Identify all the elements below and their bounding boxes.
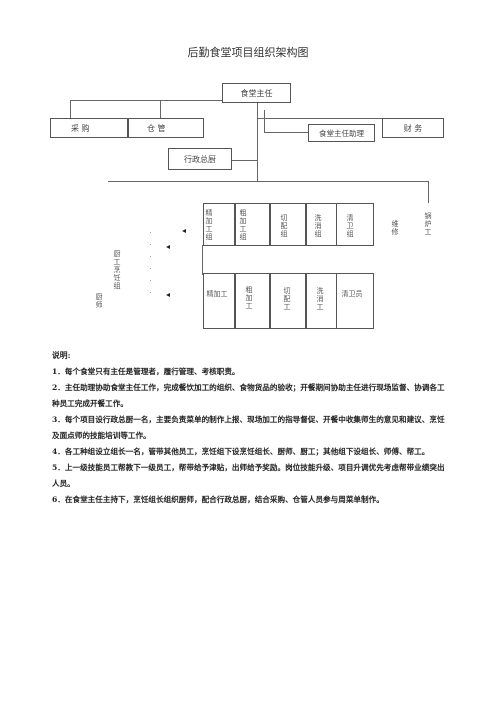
group-head-label: 清卫组 xyxy=(346,214,354,238)
group-head-card xyxy=(270,203,306,246)
connector xyxy=(70,100,257,101)
connector xyxy=(264,110,265,132)
note-item: 2．主任助理协助食堂主任工作，完成餐饮加工的组织、食物货品的验收；开餐期间协助主… xyxy=(52,383,445,408)
cooking-group-label: 厨工烹饪组 xyxy=(113,250,121,290)
worker-card xyxy=(270,273,306,329)
group-head-label: 精加工组 xyxy=(205,209,213,241)
finance-label: 财 务 xyxy=(403,123,423,133)
admin-chef-label: 行政总厨 xyxy=(184,154,216,164)
connector xyxy=(160,100,161,118)
director-label: 食堂主任 xyxy=(240,88,273,98)
worker-card xyxy=(235,273,270,329)
group-head-card xyxy=(203,203,235,246)
notes-section: 说明: 1．每个食堂只有主任是管理者，履行管理、考核职责。 2．主任助理协助食堂… xyxy=(52,348,452,508)
note-item: 6．在食堂主任主持下，烹饪组长组织厨师，配合行政总厨，结合采购、仓管人员参与周菜… xyxy=(52,495,384,504)
note-item: 3．每个项目设行政总厨一名，主要负责菜单的制作上报、现场加工的指导督促、开餐中收… xyxy=(52,415,445,440)
group-head-label: 粗加工组 xyxy=(239,209,247,241)
group-head-label: 维修 xyxy=(391,220,399,236)
director-box: 食堂主任 xyxy=(222,83,291,103)
assistant-label: 食堂主任助理 xyxy=(319,128,364,138)
connector xyxy=(70,100,71,118)
arrow-left-icon xyxy=(166,245,170,249)
purchasing-box: 采 购 xyxy=(50,118,128,138)
worker-label: 切配工 xyxy=(283,287,291,311)
group-head-label: 切配组 xyxy=(280,214,288,238)
connector xyxy=(257,118,410,119)
worker-label: 洗消工 xyxy=(316,287,324,311)
worker-label: 粗加工 xyxy=(245,286,253,310)
group-head-card xyxy=(235,203,270,246)
connector xyxy=(428,181,429,203)
connector xyxy=(202,245,203,275)
note-item: 1．每个食堂只有主任是管理者，履行管理、考核职责。 xyxy=(52,367,240,376)
connector xyxy=(257,100,258,182)
note-item: 4．各工种组设立组长一名，管带其他员工，烹饪组下设烹饪组长、厨师、厨工；其他组下… xyxy=(52,447,430,456)
dotted-connector xyxy=(150,232,151,294)
group-head-card xyxy=(336,203,374,246)
connector xyxy=(264,132,308,133)
arrow-left-icon xyxy=(166,293,170,297)
connector xyxy=(108,181,428,182)
worker-label: 清卫员 xyxy=(341,290,363,298)
finance-box: 财 务 xyxy=(382,118,444,138)
note-item: 5．上一级技能员工帮教下一级员工，帮带给予津贴，出师给予奖励。岗位技能升级、项目… xyxy=(52,463,445,488)
warehouse-box: 仓 管 xyxy=(128,118,204,138)
purchasing-label: 采 购 xyxy=(71,123,90,133)
page-title: 后勤食堂项目组织架构图 xyxy=(187,46,309,59)
arrow-left-icon xyxy=(182,229,186,233)
chefs-label: 厨师 xyxy=(95,293,103,309)
warehouse-label: 仓 管 xyxy=(147,123,166,133)
notes-heading: 说明: xyxy=(52,351,71,360)
worker-card xyxy=(336,273,374,329)
worker-label: 精加工 xyxy=(206,290,228,298)
group-head-label: 锅炉工 xyxy=(424,212,432,236)
worker-card xyxy=(203,273,235,329)
connector xyxy=(232,160,257,161)
admin-chef-box: 行政总厨 xyxy=(168,148,232,170)
group-head-label: 洗消组 xyxy=(314,214,322,238)
assistant-box: 食堂主任助理 xyxy=(308,124,375,142)
